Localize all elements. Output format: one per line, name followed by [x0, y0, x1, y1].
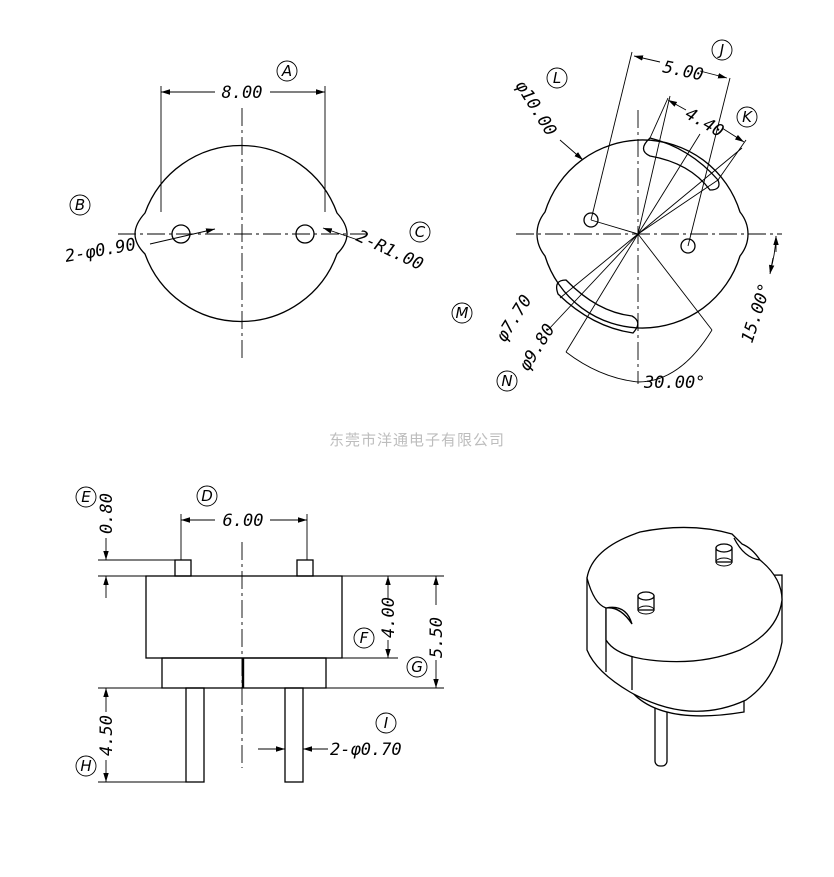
label-k-badge: K [736, 106, 758, 128]
label-b-badge: B [69, 194, 91, 216]
label-e-badge: E [75, 486, 97, 508]
label-d: D [201, 487, 213, 505]
dim-line-j-b [699, 70, 728, 79]
label-g-badge: G [406, 656, 428, 678]
dim-e-text: 0.80 [97, 493, 117, 534]
label-e: E [81, 488, 91, 506]
label-i-badge: I [375, 712, 397, 734]
dim-line-k-a [667, 99, 687, 111]
label-k: K [742, 108, 753, 126]
ray-5 [559, 233, 639, 299]
label-f: F [360, 629, 369, 647]
label-b: B [75, 196, 85, 214]
side-view: 6.00 D 0.80 E 4.00 F 5.50 G [75, 485, 447, 783]
ext-line-k-1 [649, 97, 669, 139]
label-a: A [281, 62, 292, 80]
main-body [145, 575, 343, 659]
label-i: I [384, 714, 389, 732]
label-g: G [411, 658, 423, 676]
ray-j [590, 219, 639, 235]
label-j: J [717, 41, 724, 59]
dim-line-j-a [633, 55, 661, 63]
ray-8 [637, 233, 713, 331]
left-hole [171, 224, 191, 244]
dim-i-text: 2-φ0.70 [330, 740, 402, 760]
iso-pin-top-right [715, 543, 733, 567]
ray-3 [637, 179, 719, 235]
disc-outline [134, 144, 348, 323]
label-n: N [501, 372, 512, 390]
dim-f-text: 4.00 [379, 597, 399, 638]
label-m: M [456, 304, 469, 322]
leader-c [322, 227, 359, 241]
ray-6 [547, 233, 639, 331]
small-hole-right [680, 238, 696, 254]
label-d-badge: D [196, 485, 218, 507]
upper-arc-slot [642, 137, 720, 191]
label-h: H [80, 757, 91, 775]
lower-arc-slot [555, 279, 639, 334]
top-right-view: 5.00 J 4.40 K φ10.00 L 15.00° 30.00° [451, 39, 782, 393]
label-h-badge: H [75, 755, 97, 777]
small-hole-left [583, 212, 599, 228]
leader-l [559, 139, 584, 161]
label-a-badge: A [276, 60, 298, 82]
label-l-badge: L [546, 67, 568, 89]
dim-m-text: φ7.70 [492, 292, 536, 346]
bottom-pin-right [284, 687, 304, 783]
iso-top-notch [733, 537, 761, 561]
ext-line-j-1 [590, 51, 633, 221]
right-hole [295, 224, 315, 244]
top-left-view: 8.00 A B 2-φ0.90 C 2-R1.00 [63, 60, 431, 358]
label-c: C [415, 223, 426, 241]
dim-n-text: φ9.80 [515, 321, 559, 375]
top-pin-right [296, 559, 314, 577]
dim-15-text: 15.00° [738, 281, 776, 346]
label-l: L [553, 69, 561, 87]
dim-g-text: 5.50 [427, 617, 447, 658]
label-f-badge: F [353, 627, 375, 649]
ray-1 [637, 95, 671, 235]
arc-15 [769, 235, 777, 273]
ray-7 [565, 233, 639, 353]
isometric-view [586, 526, 783, 767]
iso-pin-top-center [637, 591, 655, 615]
dim-30-text: 30.00° [643, 373, 705, 393]
company-watermark: 东莞市洋通电子有限公司 [329, 431, 505, 449]
dim-h-text: 4.50 [97, 715, 117, 756]
label-m-badge: M [451, 302, 473, 324]
arrow-15-b [769, 257, 775, 275]
label-j-badge: J [711, 39, 733, 61]
top-pin-left [174, 559, 192, 577]
dim-j-text: 5.00 [661, 57, 705, 85]
dim-k-text: 4.40 [682, 104, 727, 142]
dim-a-text: 8.00 [222, 83, 263, 103]
dim-line-k-b [721, 127, 745, 143]
dim-d-text: 6.00 [223, 511, 264, 531]
arc-30 [565, 329, 713, 383]
label-n-badge: N [496, 370, 518, 392]
iso-top-face [586, 526, 783, 663]
dim-b-text: 2-φ0.90 [63, 235, 137, 267]
disc-outline-right [536, 139, 749, 329]
leader-b [149, 228, 216, 245]
ext-line-j-2 [687, 77, 731, 247]
ray-2 [637, 133, 701, 235]
ray-4 [637, 147, 743, 235]
label-c-badge: C [409, 221, 431, 243]
bottom-pin-left [185, 687, 205, 783]
ext-line-k-2 [717, 139, 747, 181]
